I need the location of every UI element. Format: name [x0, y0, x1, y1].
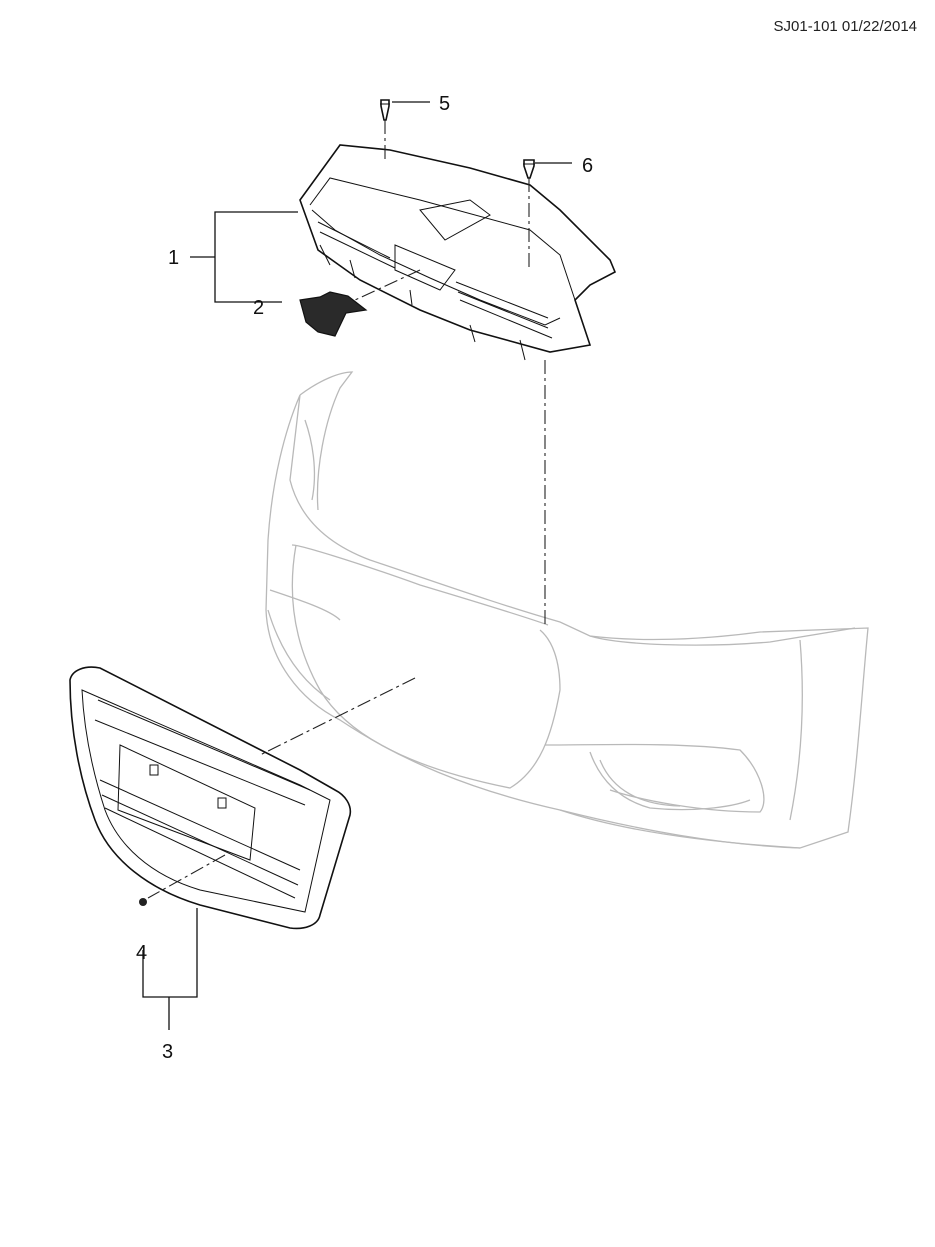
- callout-2: 2: [253, 297, 264, 319]
- callout-6: 6: [582, 155, 593, 177]
- clip-fastener-5: [380, 99, 390, 121]
- nut-4: [139, 898, 147, 906]
- callout-4: 4: [136, 942, 147, 964]
- callout-5: 5: [439, 93, 450, 115]
- upper-grille-assembly: [299, 144, 617, 361]
- front-bumper-fascia-ghost: [265, 371, 869, 849]
- diagram-reference-code: SJ01-101 01/22/2014: [773, 18, 917, 35]
- bowtie-emblem: [299, 291, 368, 337]
- callout-1: 1: [168, 247, 179, 269]
- assembly-alignment-lines: [147, 120, 546, 899]
- callout-leaders: [142, 101, 572, 1030]
- screw-fastener-6: [523, 159, 535, 179]
- lower-grille-assembly: [69, 666, 352, 930]
- callout-3: 3: [162, 1041, 173, 1063]
